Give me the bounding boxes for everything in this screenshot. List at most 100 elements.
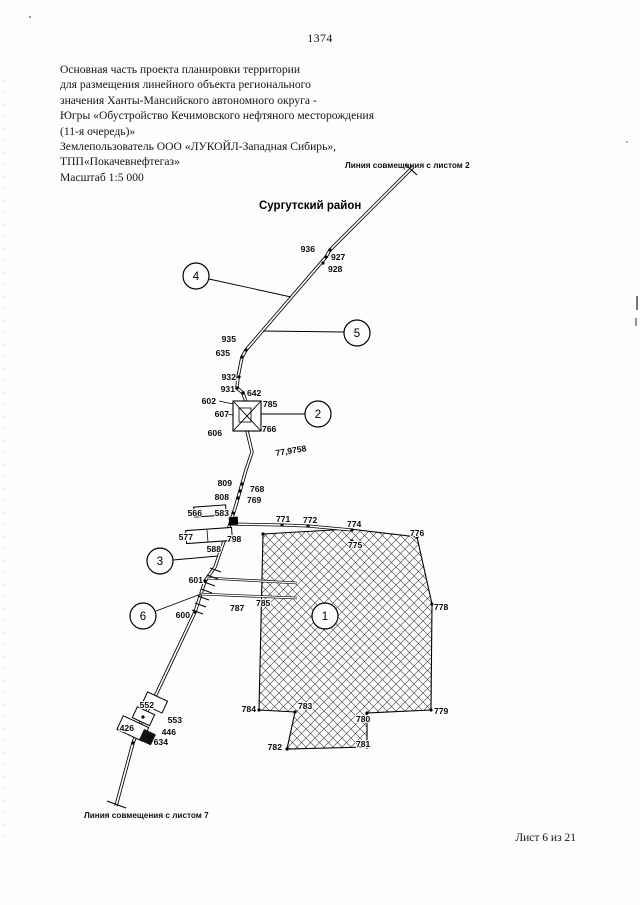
match-tick-bottom — [106, 800, 127, 809]
leader-line-5 — [262, 330, 345, 333]
branch-inner — [206, 577, 298, 584]
junction-box-diagonal — [232, 400, 262, 432]
point-label: 784 — [242, 704, 257, 714]
title-line: для размещения линейного объекта региона… — [60, 78, 311, 92]
callout-circle-4: 4 — [182, 262, 210, 290]
pad-structure-dark — [139, 729, 156, 746]
point-label: 601 — [189, 575, 204, 585]
callout-ring — [182, 262, 210, 290]
vertex-dot — [365, 711, 369, 715]
vertex-dot — [231, 511, 235, 515]
leader-line-3 — [172, 555, 219, 561]
title-line: Югры «Обустройство Кечимовского нефтяног… — [60, 109, 375, 123]
branch-inner — [229, 523, 353, 531]
route-inner — [115, 166, 414, 807]
pipeline-branch-upper — [229, 522, 353, 532]
point-label: 446 — [162, 727, 177, 737]
pad-structure — [185, 526, 233, 545]
point-label: 776 — [410, 528, 425, 538]
point-label: 600 — [176, 610, 191, 620]
callout-ring — [146, 547, 174, 575]
callout-number: 2 — [315, 409, 321, 421]
label-tick — [218, 400, 234, 405]
point-label: 583 — [215, 508, 230, 518]
lease-area-polygon — [258, 528, 433, 750]
vertex-dot — [321, 261, 325, 265]
title-line: Основная часть проекта планировки террит… — [60, 63, 301, 76]
point-label: 634 — [154, 737, 169, 747]
point-label: 588 — [207, 544, 222, 554]
vertex-dot — [131, 741, 135, 745]
point-label: 782 — [268, 742, 283, 752]
match-line-bottom-label: Линия совмещения с листом 7 — [84, 811, 209, 820]
hatch-tick — [209, 567, 222, 573]
point-labels: 936 927 928 935 635 932 931 642 602 785 … — [119, 243, 450, 753]
point-label: 772 — [303, 515, 318, 525]
page-number: 1374 — [307, 31, 333, 45]
vertex-dots — [131, 248, 434, 751]
pad-structures-lower — [116, 691, 169, 746]
vertex-dot — [193, 610, 197, 614]
callout-number: 3 — [157, 556, 163, 568]
point-label: 766 — [262, 424, 277, 434]
callout-number: 4 — [193, 271, 200, 283]
callout-circles: 4 5 2 3 6 1 — [129, 262, 371, 630]
road-hatch-ticks — [191, 567, 222, 615]
point-label: 577 — [179, 532, 194, 542]
branch-inner — [198, 593, 298, 599]
match-line-top-label: Линия совмещения с листом 2 — [345, 161, 470, 170]
junction-box-inner — [238, 407, 252, 423]
match-line-ticks — [106, 163, 418, 809]
vertex-dot — [236, 496, 240, 500]
point-label: 936 — [301, 244, 316, 254]
leader-lines — [155, 278, 345, 612]
vertex-dot — [285, 747, 289, 751]
point-label: 607 — [215, 409, 230, 419]
vertex-dot — [240, 604, 244, 608]
scan-artifacts — [4, 16, 638, 845]
point-label: 552 — [140, 700, 155, 710]
pad-structure — [193, 504, 227, 518]
vertex-dot — [429, 708, 433, 712]
point-label: 932 — [222, 372, 237, 382]
vertex-dot — [293, 710, 297, 714]
point-label: 927 — [331, 252, 346, 262]
scan-speck — [626, 141, 628, 143]
pipeline-branch-lower — [198, 576, 298, 600]
callout-ring — [311, 602, 339, 630]
point-label: 769 — [247, 495, 262, 505]
vertex-dot — [228, 522, 232, 526]
label-tick — [225, 413, 234, 416]
vertex-dot — [237, 375, 241, 379]
point-label: 928 — [328, 264, 343, 274]
hatch-tick — [194, 602, 207, 608]
callout-ring — [343, 319, 371, 347]
point-label: 602 — [202, 396, 217, 406]
pipeline-route — [114, 165, 415, 807]
vertex-dot — [203, 579, 207, 583]
title-line: ТПП«Покачевнефтегаз» — [60, 155, 180, 169]
vertex-dot — [365, 745, 369, 749]
vertex-dot — [260, 599, 264, 603]
vertex-dot — [350, 528, 354, 532]
point-label: 635 — [216, 348, 231, 358]
point-label: 931 — [221, 384, 236, 394]
distance-label: 77,9758 — [275, 443, 307, 458]
point-label: 771 — [276, 514, 291, 524]
point-label: 808 — [215, 492, 230, 502]
point-label: 787 — [230, 603, 245, 613]
callout-circle-2: 2 — [304, 400, 332, 428]
point-label: 780 — [356, 714, 371, 724]
hatch-tick — [206, 574, 219, 580]
title-line: Землепользователь ООО «ЛУКОЙЛ-Западная С… — [60, 140, 337, 154]
title-block: Основная часть проекта планировки террит… — [60, 62, 480, 185]
point-label: 809 — [218, 478, 233, 488]
vertex-dot — [238, 489, 242, 493]
vertex-dot — [415, 535, 419, 539]
callout-ring — [129, 602, 157, 630]
vertex-dot — [430, 602, 434, 606]
scan-speck — [29, 16, 31, 18]
vertex-dot — [141, 715, 145, 719]
hatch-tick — [200, 588, 213, 594]
